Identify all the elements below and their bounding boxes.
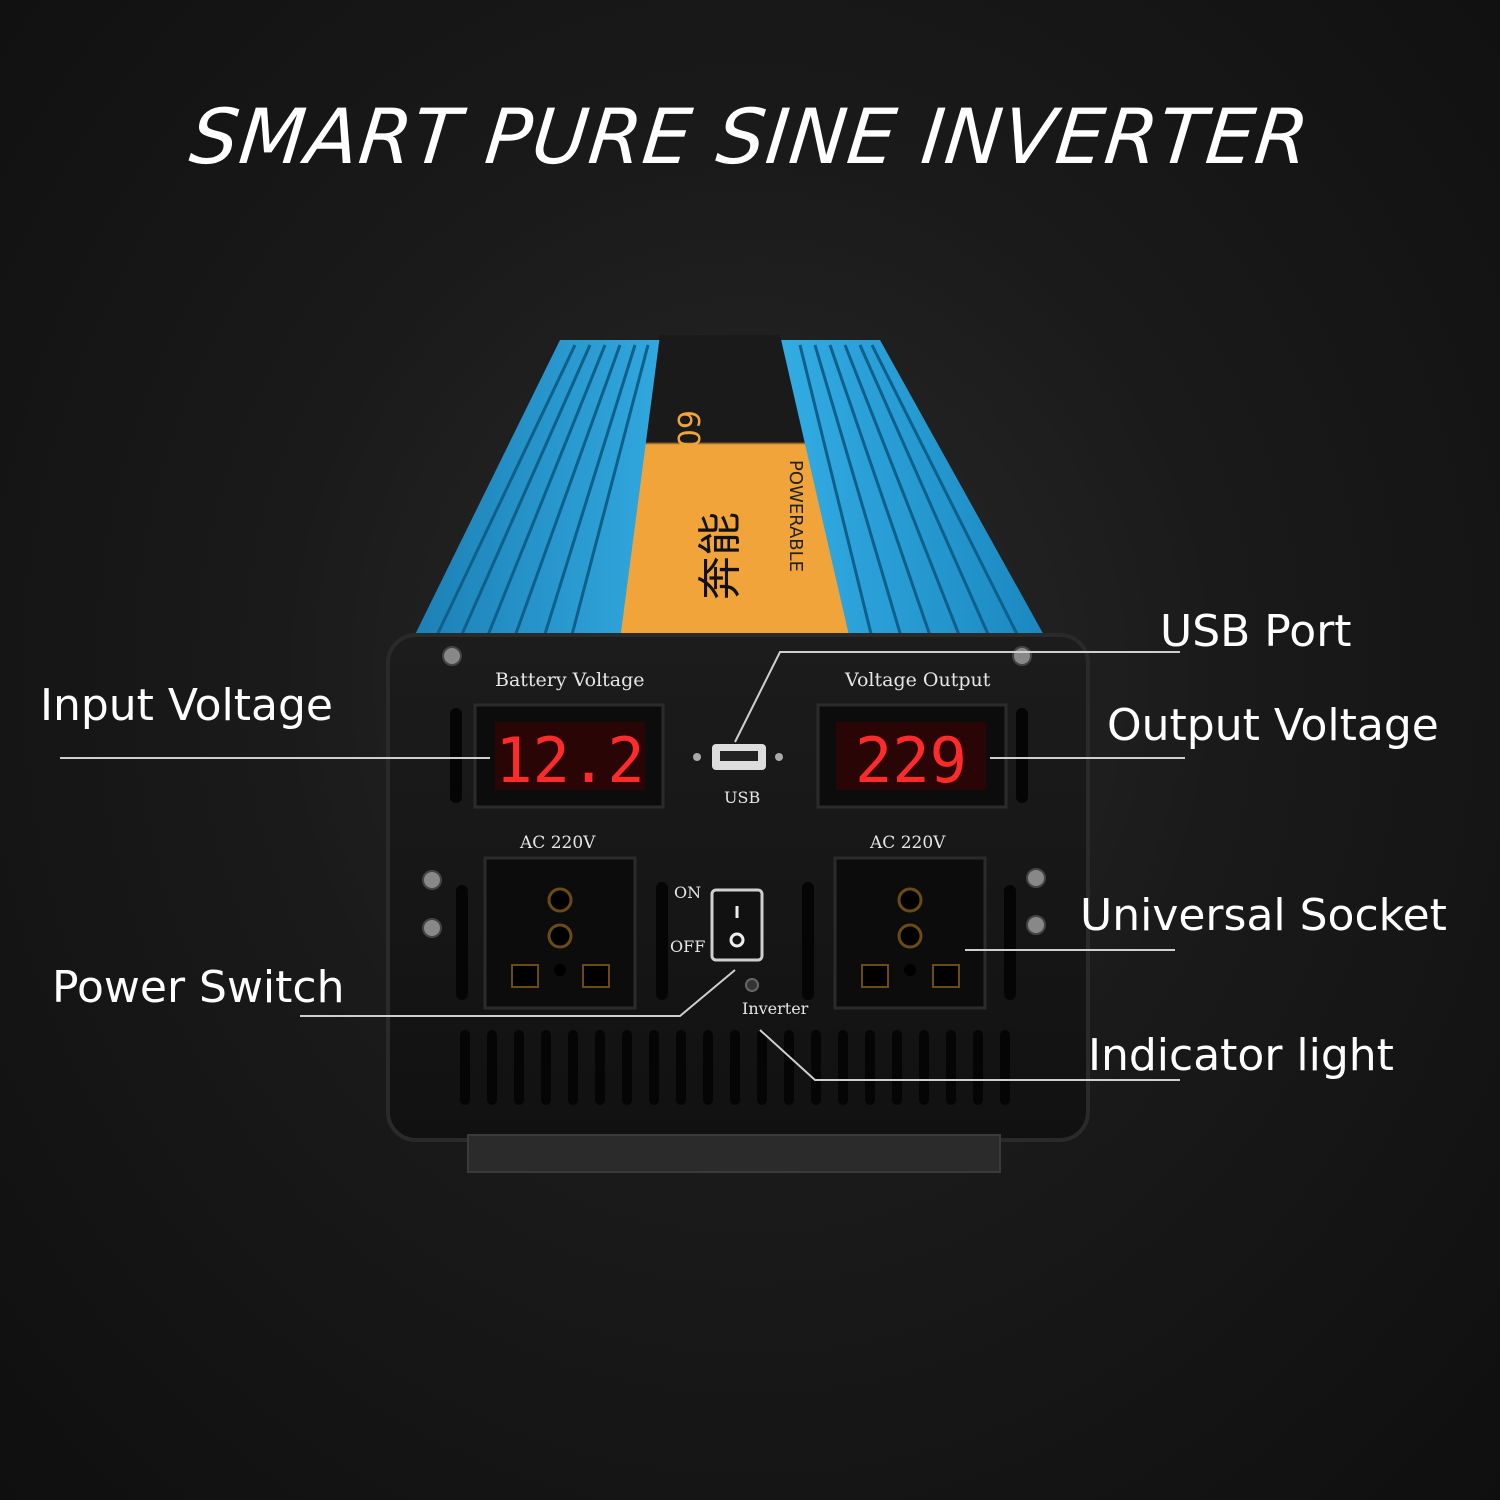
- callout-universal-socket: Universal Socket: [1080, 890, 1447, 941]
- output-display: [836, 722, 986, 790]
- socket-icon: [833, 856, 987, 1010]
- callout-usb-port: USB Port: [1160, 606, 1352, 657]
- socket-icon: [483, 856, 637, 1010]
- top-power-rating: 6000W: [670, 410, 705, 516]
- bottom-vents: [460, 1030, 1010, 1105]
- leader-lines: [60, 651, 1185, 1081]
- ac-left-label: AC 220V: [519, 833, 596, 853]
- ac-right-label: AC 220V: [869, 833, 946, 853]
- output-reading: 229: [855, 724, 967, 797]
- callout-indicator-light: Indicator light: [1088, 1030, 1394, 1081]
- top-brand-cn: 奔能: [695, 512, 746, 600]
- callout-output-voltage: Output Voltage: [1107, 700, 1439, 751]
- mounting-foot: [467, 1134, 1001, 1173]
- top-brand-en: POWERABLE: [785, 460, 806, 572]
- case-fins: [428, 344, 1027, 651]
- battery-display: [495, 722, 645, 790]
- callout-input-voltage: Input Voltage: [40, 680, 333, 731]
- rocker-switch-icon: [710, 888, 764, 962]
- switch-off-label: OFF: [670, 937, 705, 956]
- battery-voltage-label: Battery Voltage: [495, 669, 645, 691]
- screw-icon: [422, 646, 1046, 938]
- inverter-label: Inverter: [742, 999, 809, 1018]
- top-label: [620, 335, 850, 640]
- callout-power-switch: Power Switch: [52, 962, 345, 1013]
- switch-on-label: ON: [674, 883, 701, 902]
- side-slots: [450, 708, 1028, 1000]
- usb-label: USB: [724, 788, 760, 807]
- indicator-light: [745, 978, 759, 992]
- usb-icon: [693, 744, 783, 770]
- voltage-output-label: Voltage Output: [844, 669, 991, 691]
- battery-reading: 12.2: [495, 724, 644, 797]
